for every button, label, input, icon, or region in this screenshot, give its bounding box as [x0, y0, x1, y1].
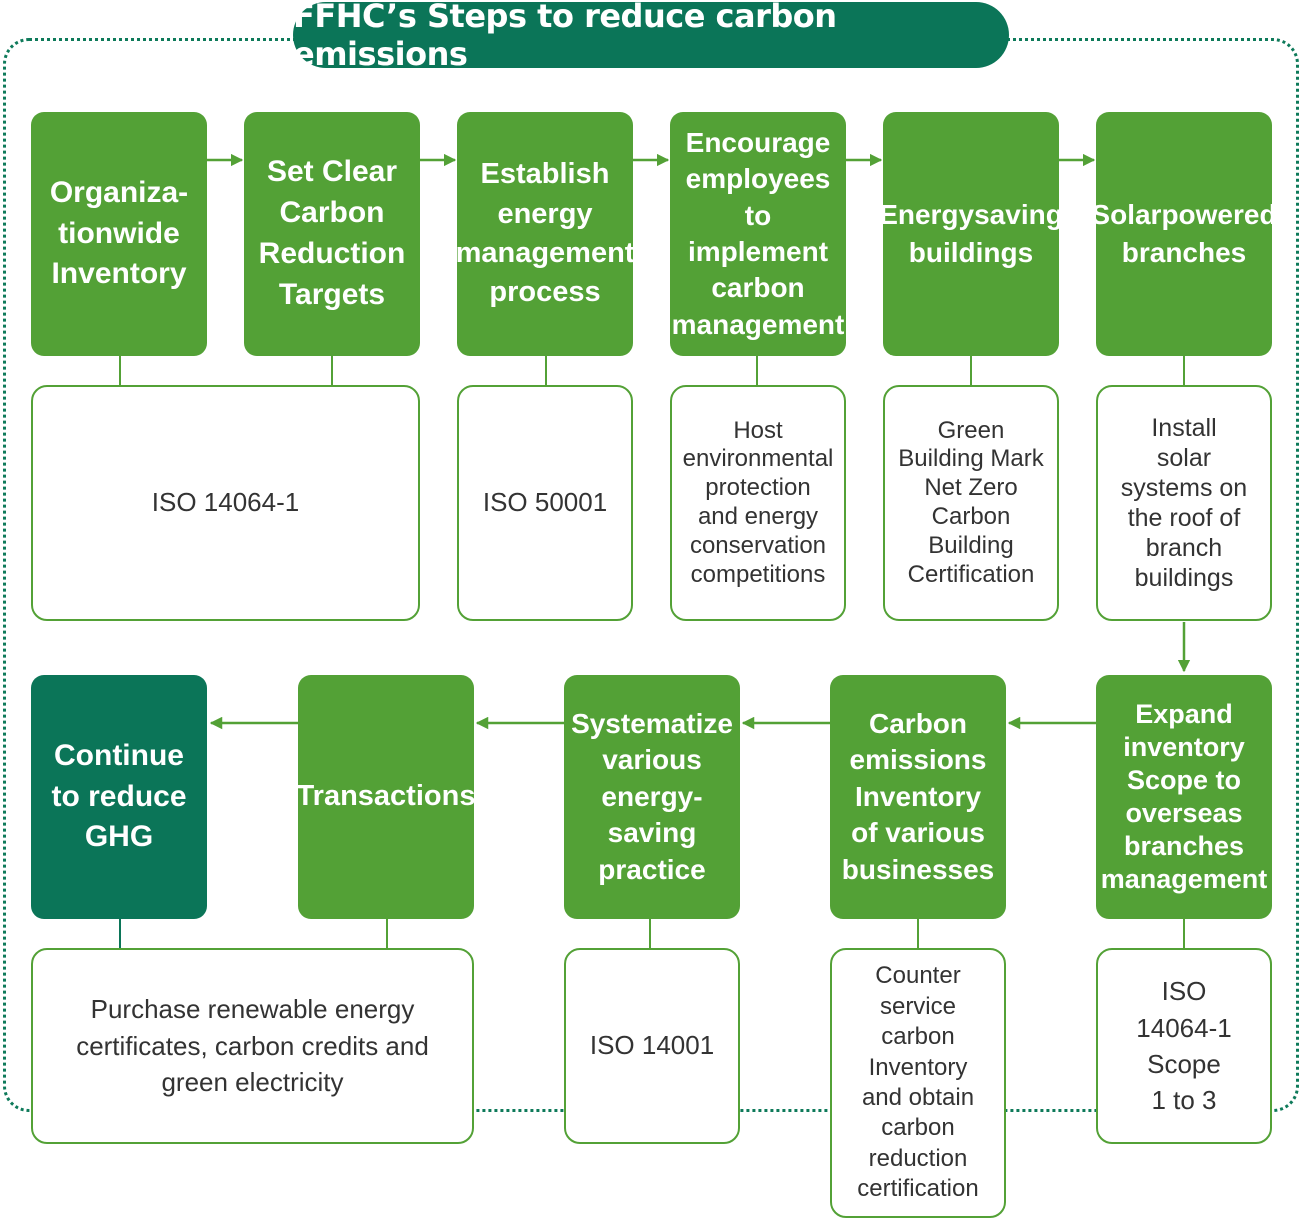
detail-iso-50001: ISO 50001 — [457, 385, 633, 621]
detail-purchase-renewable: Purchase renewable energy certificates, … — [31, 948, 474, 1144]
diagram-title: FFHC’s Steps to reduce carbon emissions — [293, 0, 1009, 73]
step-encourage-employees: Encourage employees to implement carbon … — [670, 112, 846, 356]
detail-green-building: Green Building Mark Net Zero Carbon Buil… — [883, 385, 1059, 621]
detail-iso-scope: ISO 14064-1 Scope 1 to 3 — [1096, 948, 1272, 1144]
step-transactions: Transactions — [297, 675, 475, 919]
detail-counter-service: Counter service carbon Inventory and obt… — [830, 948, 1006, 1218]
detail-install-solar: Install solar systems on the roof of bra… — [1096, 385, 1272, 621]
step-continue-reduce-ghg: Continue to reduce GHG — [31, 675, 207, 919]
detail-host-competitions: Host environmental protection and energy… — [670, 385, 846, 621]
step-energysaving-buildings: Energysaving buildings — [879, 112, 1063, 356]
detail-iso-14064-1: ISO 14064-1 — [31, 385, 420, 621]
step-systematize-practice: Systematize various energy- saving pract… — [564, 675, 740, 919]
step-energy-management: Establish energy management process — [456, 112, 634, 356]
step-set-targets: Set Clear Carbon Reduction Targets — [244, 112, 420, 356]
step-solarpowered-branches: Solarpowered branches — [1091, 112, 1277, 356]
step-expand-inventory: Expand inventory Scope to overseas branc… — [1096, 675, 1272, 919]
detail-iso-14001: ISO 14001 — [564, 948, 740, 1144]
step-carbon-inventory: Carbon emissions Inventory of various bu… — [830, 675, 1006, 919]
step-organizationwide-inventory: Organiza- tionwide Inventory — [31, 112, 207, 356]
